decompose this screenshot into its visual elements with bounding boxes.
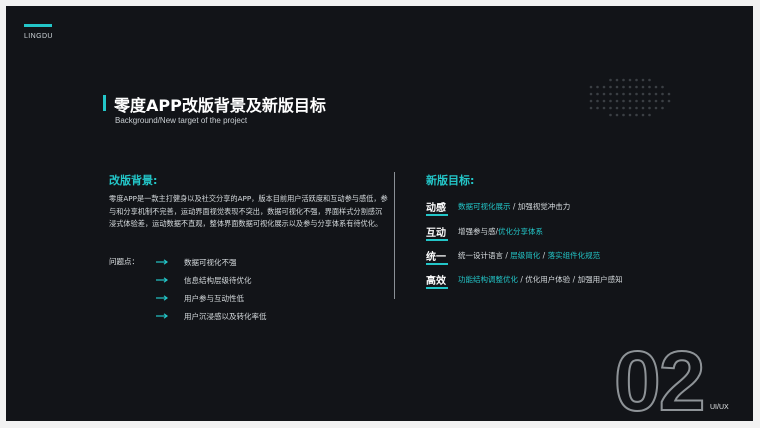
- problem-text: 用户参与互动性低: [184, 294, 244, 303]
- goal-text: 增强参与感/: [458, 227, 499, 236]
- brand-accent-line: [24, 24, 52, 27]
- background-paragraph: 零度APP是一款主打健身以及社交分享的APP，版本目前用户活跃度和互动参与感低，…: [109, 194, 388, 228]
- goal-highlight-text: 数据可视化展示: [458, 202, 511, 211]
- goal-keyword-underline: [426, 287, 448, 289]
- goal-description: 数据可视化展示 / 加强视觉冲击力: [458, 201, 570, 212]
- goal-keyword-underline: [426, 239, 448, 241]
- page-number-graphic: 02: [614, 338, 704, 412]
- goal-keyword: 动感: [426, 203, 446, 214]
- footer-label: UI/UX: [710, 404, 729, 411]
- problem-text: 用户沉浸感以及转化率低: [184, 312, 267, 321]
- page-subtitle: Background/New target of the project: [115, 116, 248, 125]
- arrow-right-icon: [156, 295, 169, 301]
- goal-text: / 优化用户体验 / 加强用户感知: [518, 275, 623, 284]
- goal-keyword: 统一: [426, 252, 446, 263]
- goal-text: / 加强视觉冲击力: [510, 202, 571, 211]
- goal-keyword-underline: [426, 214, 448, 216]
- goal-text: 统一设计语言 /: [458, 251, 511, 260]
- goal-description: 统一设计语言 / 层级简化 / 落实组件化规范: [458, 250, 600, 261]
- goal-text: /: [540, 251, 548, 260]
- problem-text: 信息结构层级待优化: [184, 276, 252, 285]
- problem-text: 数据可视化不强: [184, 258, 237, 267]
- goal-highlight-text: 优化分享体系: [498, 227, 544, 236]
- arrow-right-icon: [156, 277, 169, 283]
- problems-label: 问题点：: [109, 257, 139, 266]
- background-heading: 改版背景:: [109, 174, 158, 187]
- goal-keyword-underline: [426, 263, 448, 265]
- goal-keyword: 高效: [426, 276, 446, 287]
- page-title: 零度APP改版背景及新版目标: [114, 96, 326, 115]
- goal-description: 功能结构调整优化 / 优化用户体验 / 加强用户感知: [458, 274, 623, 285]
- brand-label: LINGDU: [24, 33, 53, 40]
- arrow-right-icon: [156, 313, 169, 319]
- slide: LINGDU 零度APP改版背景及新版目标 Background/New tar…: [6, 6, 753, 421]
- goal-highlight-text: 功能结构调整优化: [458, 275, 518, 284]
- goals-heading: 新版目标:: [426, 174, 475, 187]
- page-number: 02: [614, 338, 703, 412]
- goal-highlight-text: 层级简化: [510, 251, 541, 260]
- goal-highlight-text: 落实组件化规范: [547, 251, 601, 260]
- goal-description: 增强参与感/优化分享体系: [458, 226, 543, 237]
- section-divider: [394, 172, 395, 299]
- dot-pattern-decoration: [589, 78, 671, 117]
- goal-keyword: 互动: [426, 228, 446, 239]
- arrow-right-icon: [156, 259, 169, 265]
- title-accent-bar: [103, 95, 106, 111]
